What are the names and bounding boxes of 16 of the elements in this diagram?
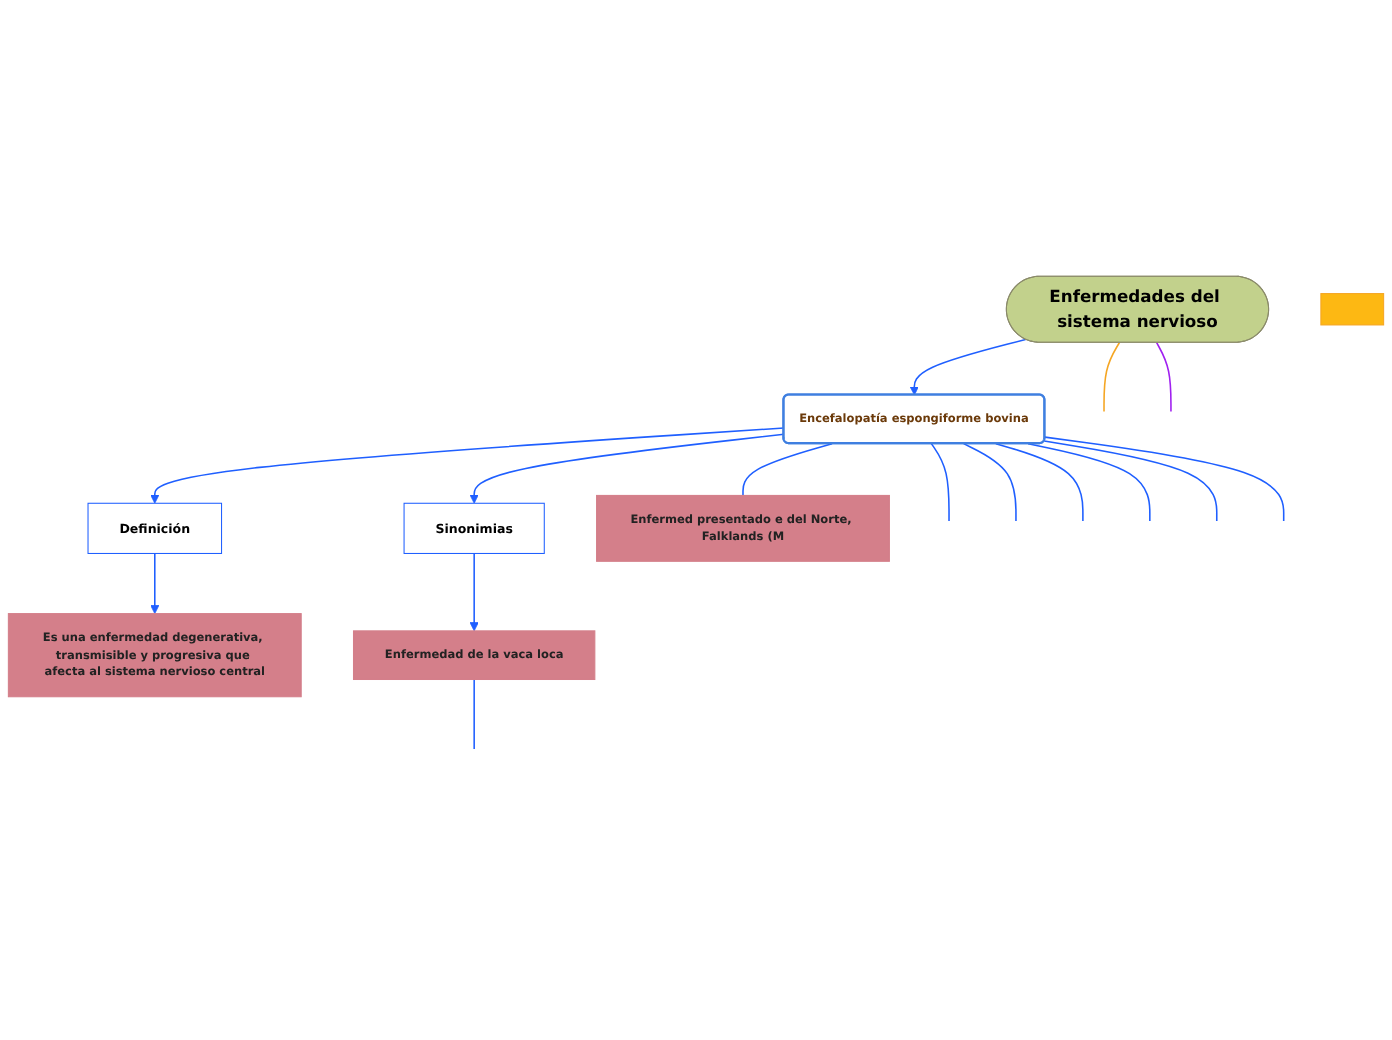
topic-box [1320, 293, 1385, 326]
connector-line [1043, 440, 1218, 522]
connector-line [1103, 341, 1121, 413]
connector-line [930, 442, 950, 522]
central-topic: Enfermedades del sistema nervioso [1005, 275, 1270, 343]
connector-line [473, 678, 475, 750]
arrow [150, 552, 160, 614]
connector-line [995, 442, 1084, 522]
connector-line [742, 442, 833, 497]
connector-line [1155, 341, 1172, 413]
arrow [469, 552, 479, 632]
arrow [469, 433, 785, 504]
connector-line [962, 442, 1017, 522]
arrow [909, 338, 1027, 396]
arrow [150, 427, 785, 504]
connector-line [1044, 436, 1285, 522]
